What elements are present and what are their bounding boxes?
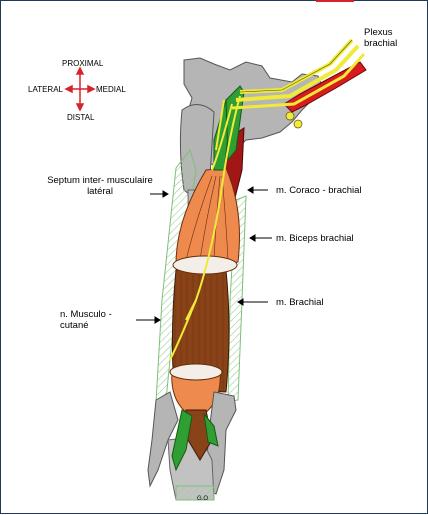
distal-green-muscle: [171, 409, 193, 472]
medial-label: MEDIAL: [96, 85, 126, 94]
elbow-bones: [147, 391, 179, 488]
medial-septum: [227, 195, 247, 403]
musculocutaneous-nerve: [169, 95, 241, 361]
musculo-label: n. Musculo - cutané: [60, 309, 112, 331]
distal-label: DISTAL: [67, 113, 95, 122]
biceps-tendon-band-lower: [169, 363, 223, 381]
top-border: [0, 0, 428, 1]
proximal-label: PROXIMAL: [62, 59, 104, 68]
coraco-label: m. Coraco - brachial: [276, 185, 362, 196]
orientation-cross: [64, 66, 96, 112]
signature: G.O: [197, 496, 209, 502]
brachial-label: m. Brachial: [276, 297, 324, 308]
plexus-label: Plexus brachial: [364, 27, 398, 49]
biceps-label: m. Biceps brachial: [276, 233, 354, 244]
septum-label: Septum inter- musculaire latéral: [47, 175, 153, 197]
lateral-label: LATERAL: [28, 85, 63, 94]
top-accent: [316, 0, 354, 2]
